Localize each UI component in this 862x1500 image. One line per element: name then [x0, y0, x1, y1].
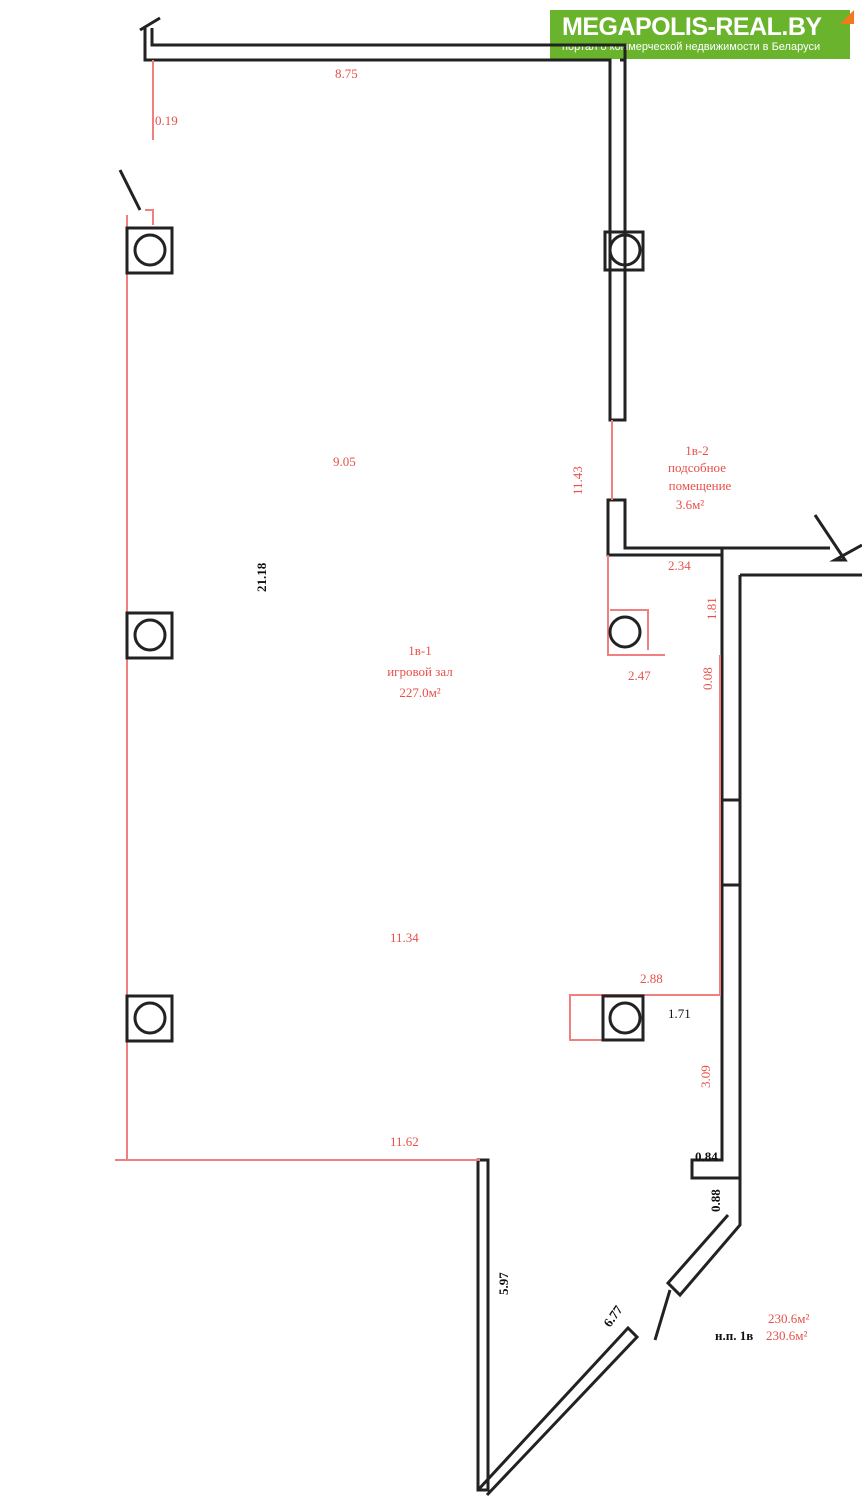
column [125, 994, 174, 1043]
dim-008: 0.08 [700, 667, 715, 690]
dim-597: 5.97 [496, 1272, 511, 1295]
dim-309: 3.09 [698, 1065, 713, 1088]
room2-id: 1в-2 [685, 443, 708, 458]
dim-bottom: 11.62 [390, 1134, 419, 1149]
column [608, 615, 642, 649]
dim-084: 0.84 [695, 1149, 718, 1164]
site-logo[interactable]: MEGAPOLIS-REAL.BY портал о коммерческой … [550, 10, 854, 59]
dim-247: 2.47 [628, 668, 651, 683]
dim-left-small: 0.19 [155, 113, 178, 128]
room1-id: 1в-1 [408, 643, 431, 658]
column [601, 994, 645, 1042]
room2-name-1: подсобное [668, 460, 726, 475]
dim-middle: 11.34 [390, 930, 419, 945]
dim-171: 1.71 [668, 1006, 691, 1021]
dim-right-wall: 11.43 [570, 466, 585, 495]
column [125, 611, 174, 660]
total-area-2: 230.6м² [766, 1328, 807, 1343]
room2-name-2: помещение [669, 478, 732, 493]
room1-area: 227.0м² [399, 685, 440, 700]
column [125, 226, 174, 275]
red-lines [115, 60, 721, 1161]
room1-name: игровой зал [387, 664, 453, 679]
dim-181: 1.81 [704, 597, 719, 620]
dim-234: 2.34 [668, 558, 691, 573]
dim-288: 2.88 [640, 971, 663, 986]
logo-title: MEGAPOLIS-REAL.BY [562, 13, 822, 41]
dim-top: 8.75 [335, 66, 358, 81]
dim-677: 6.77 [600, 1302, 626, 1330]
labels: 8.75 0.19 9.05 11.43 21.18 1в-2 подсобно… [155, 66, 809, 1343]
column [603, 230, 645, 272]
dim-left-total: 21.18 [254, 562, 269, 592]
total-label: н.п. 1в [715, 1328, 753, 1343]
total-area-1: 230.6м² [768, 1311, 809, 1326]
dim-upper-inner: 9.05 [333, 454, 356, 469]
columns [125, 226, 645, 1043]
room2-area: 3.6м² [676, 497, 704, 512]
logo-subtitle: портал о коммерческой недвижимости в Бел… [562, 41, 821, 53]
dim-088: 0.88 [708, 1189, 723, 1212]
walls [118, 16, 862, 1497]
